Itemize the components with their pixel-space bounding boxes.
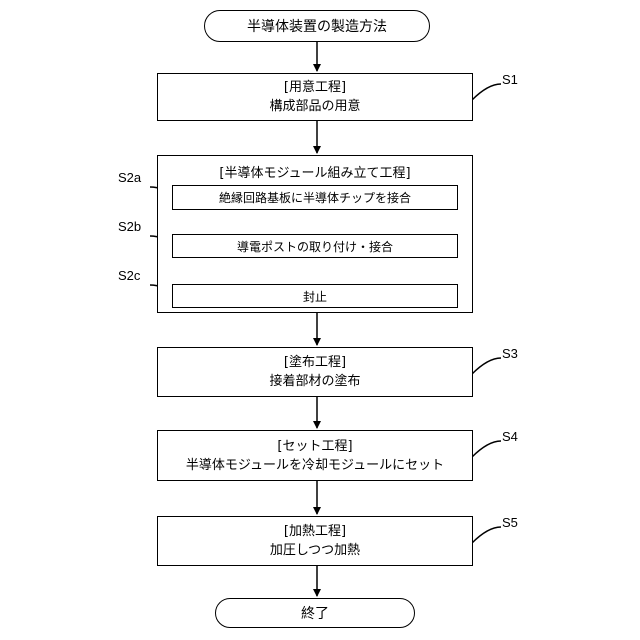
- step-s4-box: [セット工程] 半導体モジュールを冷却モジュールにセット: [157, 430, 473, 481]
- step-s2b-text: 導電ポストの取り付け・接合: [237, 238, 393, 255]
- step-s3-label: S3: [502, 346, 518, 361]
- step-s2a-text: 絶縁回路基板に半導体チップを接合: [219, 189, 411, 206]
- step-s5-title: [加熱工程]: [284, 522, 346, 541]
- step-s1-label: S1: [502, 72, 518, 87]
- step-s2b-box: 導電ポストの取り付け・接合: [172, 234, 458, 258]
- start-text: 半導体装置の製造方法: [247, 16, 387, 36]
- leader-s3: [472, 358, 501, 374]
- step-s2c-label: S2c: [118, 268, 140, 283]
- start-terminal: 半導体装置の製造方法: [204, 10, 430, 42]
- step-s2c-box: 封止: [172, 284, 458, 308]
- leader-s5: [472, 527, 501, 543]
- step-s2-title: [半導体モジュール組み立て工程]: [158, 162, 472, 181]
- step-s2a-label: S2a: [118, 170, 141, 185]
- step-s3-title: [塗布工程]: [284, 353, 346, 372]
- end-text: 終了: [301, 603, 329, 623]
- step-s2b-label: S2b: [118, 219, 141, 234]
- step-s2c-text: 封止: [303, 288, 327, 305]
- end-terminal: 終了: [215, 598, 415, 628]
- step-s5-label: S5: [502, 515, 518, 530]
- step-s2a-box: 絶縁回路基板に半導体チップを接合: [172, 185, 458, 210]
- step-s3-box: [塗布工程] 接着部材の塗布: [157, 347, 473, 397]
- step-s5-desc: 加圧しつつ加熱: [270, 541, 360, 560]
- leader-s1: [472, 84, 501, 100]
- step-s5-box: [加熱工程] 加圧しつつ加熱: [157, 516, 473, 566]
- step-s3-desc: 接着部材の塗布: [269, 372, 360, 391]
- step-s4-desc: 半導体モジュールを冷却モジュールにセット: [186, 456, 444, 475]
- step-s4-title: [セット工程]: [277, 437, 352, 456]
- leader-s4: [472, 441, 501, 457]
- step-s4-label: S4: [502, 429, 518, 444]
- step-s1-desc: 構成部品の用意: [269, 97, 360, 116]
- step-s1-box: [用意工程] 構成部品の用意: [157, 73, 473, 121]
- step-s1-title: [用意工程]: [284, 78, 346, 97]
